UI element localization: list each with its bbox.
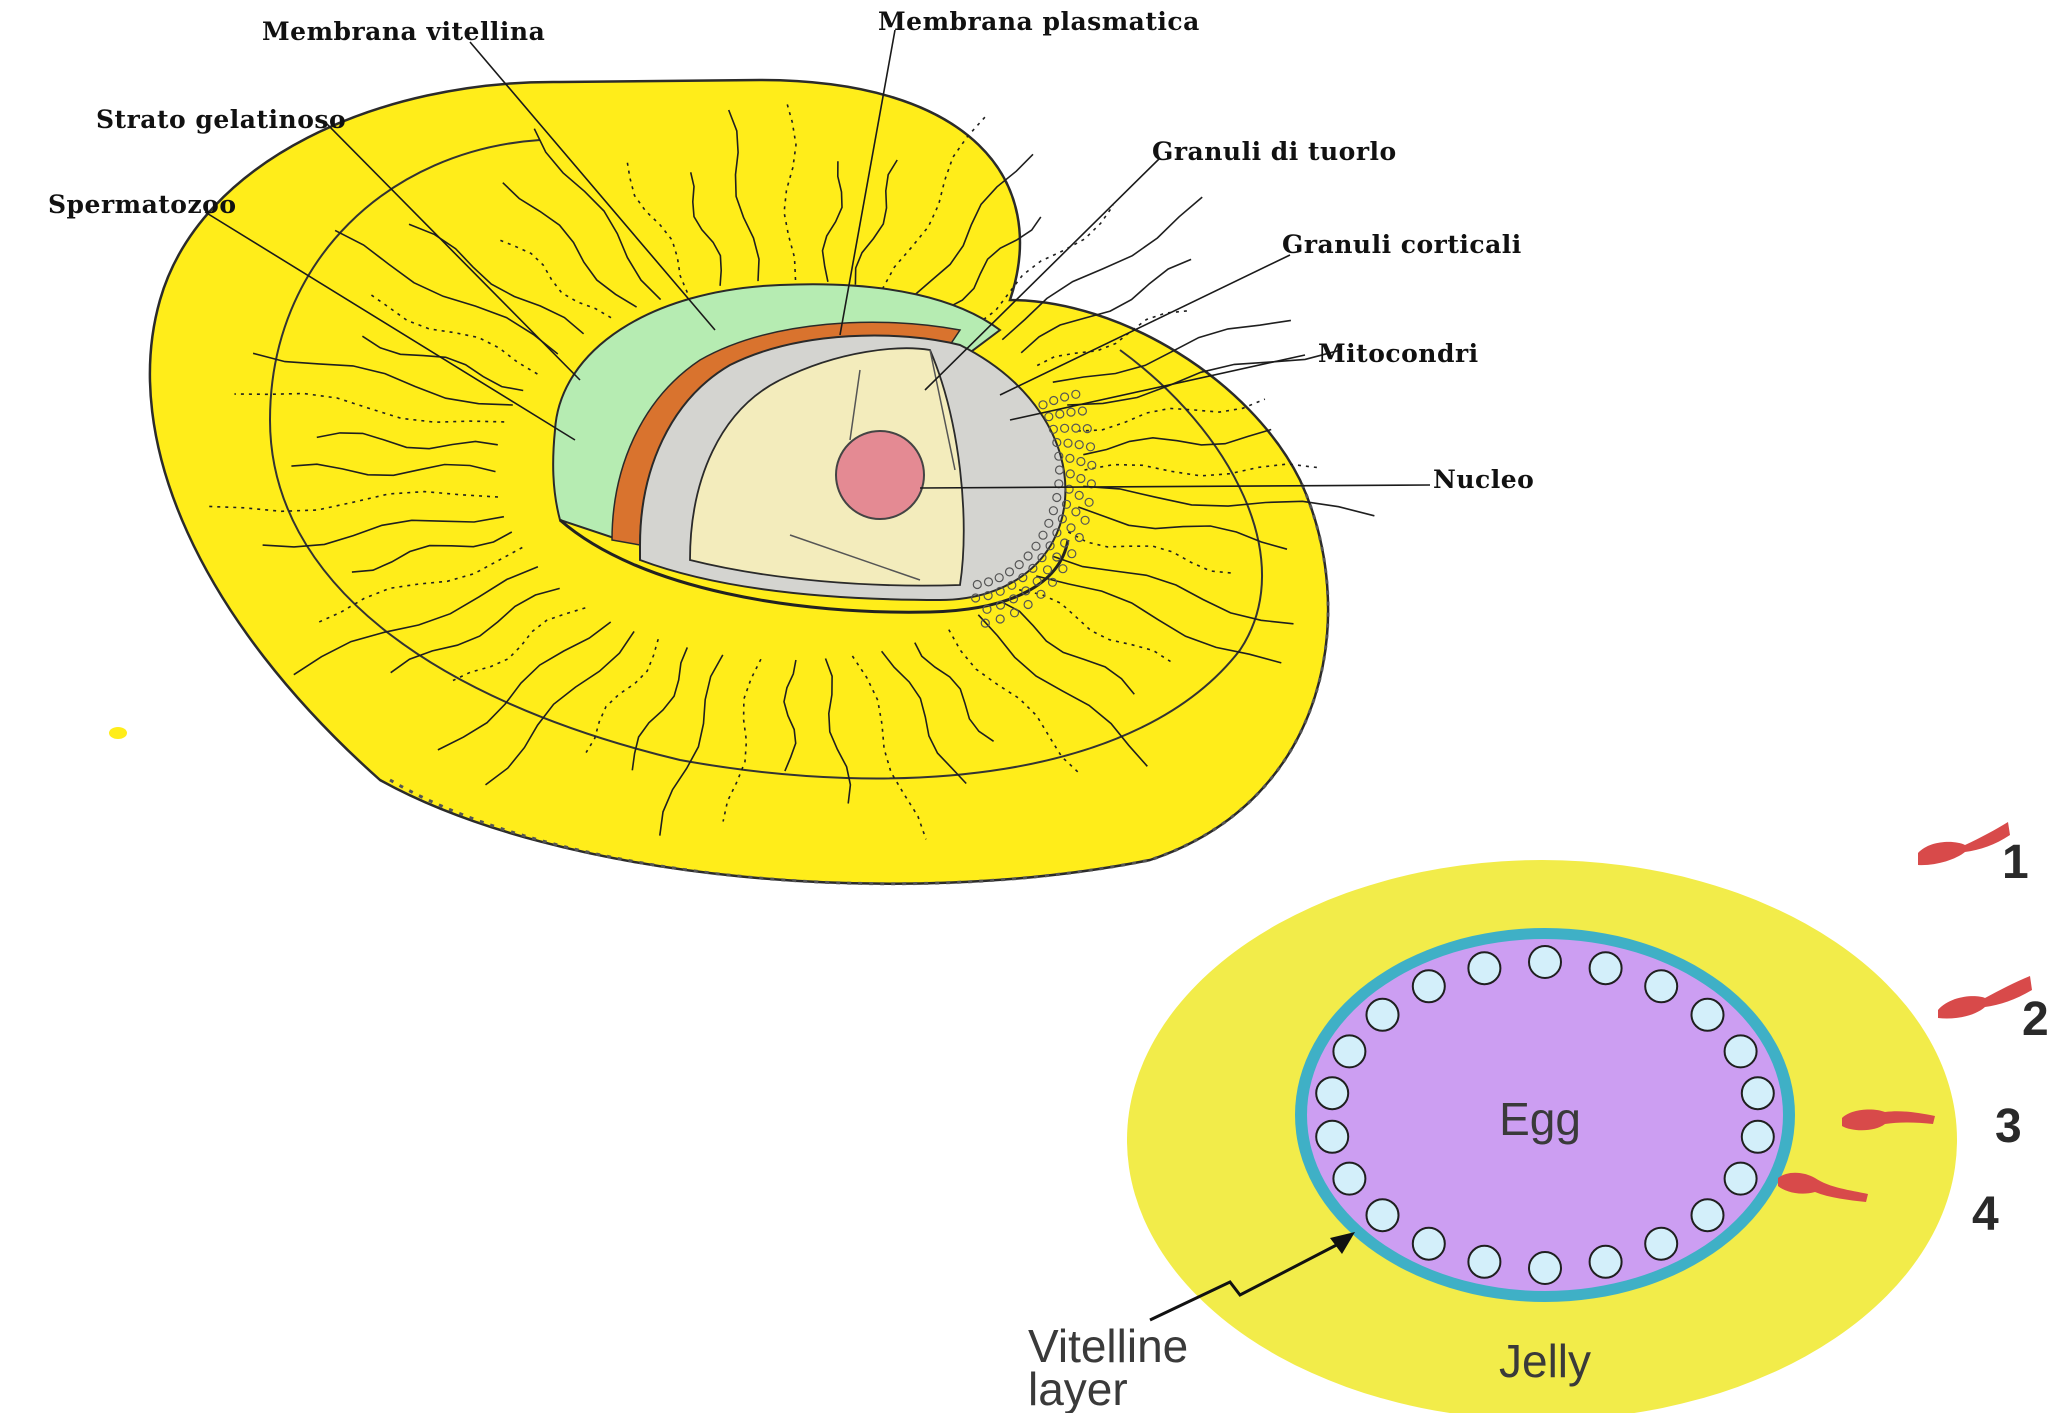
- cortical-granule: [1333, 1035, 1365, 1067]
- cortical-granule: [1645, 970, 1677, 1002]
- cortical-granule: [1742, 1077, 1774, 1109]
- cortical-granule: [1413, 970, 1445, 1002]
- cortical-granule: [1742, 1121, 1774, 1153]
- sperm-2: [1938, 976, 2032, 1019]
- cortical-granule: [1725, 1163, 1757, 1195]
- cortical-granule: [1316, 1077, 1348, 1109]
- label-strato-gelatinoso: Strato gelatinoso: [96, 105, 346, 134]
- cortical-granule: [1413, 1228, 1445, 1260]
- label-membrana-plasmatica: Membrana plasmatica: [878, 7, 1200, 36]
- label-egg: Egg: [1499, 1093, 1581, 1145]
- stray-yellow-dot: [109, 727, 127, 739]
- label-membrana-vitellina: Membrana vitellina: [262, 17, 545, 46]
- sperm-number-1: 1: [2002, 836, 2029, 889]
- label-granuli-corticali: Granuli corticali: [1282, 230, 1522, 259]
- cortical-granule: [1590, 952, 1622, 984]
- cortical-granule: [1333, 1163, 1365, 1195]
- cortical-granule: [1725, 1035, 1757, 1067]
- cortical-granule: [1468, 1246, 1500, 1278]
- nucleus: [836, 431, 924, 519]
- cortical-granule: [1692, 1199, 1724, 1231]
- cortical-granule: [1529, 1252, 1561, 1284]
- label-spermatozoo: Spermatozoo: [48, 190, 237, 219]
- cortical-granule: [1316, 1121, 1348, 1153]
- label-mitocondri: Mitocondri: [1318, 339, 1479, 368]
- egg-cutaway-diagram: Membrana vitellina Membrana plasmatica S…: [48, 7, 1534, 884]
- sperm-1: [1918, 822, 2010, 865]
- sperm-number-2: 2: [2022, 993, 2049, 1046]
- cortical-granule: [1367, 1199, 1399, 1231]
- sperm-number-4: 4: [1972, 1188, 1999, 1241]
- cortical-granule: [1692, 999, 1724, 1031]
- cortical-granule: [1367, 999, 1399, 1031]
- sperm-number-3: 3: [1995, 1100, 2022, 1153]
- cortical-granule: [1529, 946, 1561, 978]
- cortical-granule: [1590, 1246, 1622, 1278]
- egg-jelly-diagram: Egg Jelly Vitelline layer 1 2 3 4: [1028, 822, 2049, 1413]
- cortical-granule: [1468, 952, 1500, 984]
- label-granuli-di-tuorlo: Granuli di tuorlo: [1152, 137, 1397, 166]
- cortical-granule: [1645, 1228, 1677, 1260]
- label-jelly: Jelly: [1499, 1335, 1591, 1387]
- label-vitelline-line2: layer: [1028, 1363, 1128, 1413]
- label-nucleo: Nucleo: [1433, 465, 1534, 494]
